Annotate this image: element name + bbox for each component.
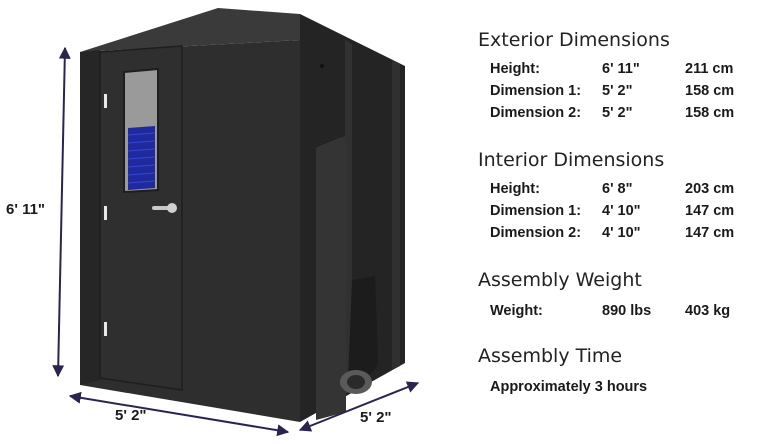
row-label: Dimension 2: xyxy=(490,225,582,241)
row-imperial: 6' 8" xyxy=(602,181,633,197)
row-imperial: 6' 11" xyxy=(602,61,640,77)
weight-row: Weight: 890 lbs 403 kg xyxy=(490,300,768,322)
row-imperial: 4' 10" xyxy=(602,203,641,219)
weight-label: Weight: xyxy=(490,303,543,319)
row-imperial: 5' 2" xyxy=(602,83,633,99)
row-metric: 147 cm xyxy=(685,203,735,219)
row-metric: 211 cm xyxy=(685,61,734,77)
time-text: Approximately 3 hours xyxy=(490,379,648,395)
interior-title: Interior Dimensions xyxy=(478,149,665,171)
foam-column xyxy=(316,136,346,420)
exterior-row-dimension-1: Dimension 1: 5' 2" 158 cm xyxy=(490,80,768,102)
depth-dimension-label: 5' 2" xyxy=(360,409,392,426)
booth-side-strip xyxy=(345,40,352,394)
exterior-title: Exterior Dimensions xyxy=(478,29,670,51)
window-foam-ridges xyxy=(127,132,156,184)
row-imperial: 4' 10" xyxy=(602,225,641,241)
row-label: Dimension 1: xyxy=(490,83,582,99)
vent-duct xyxy=(348,276,378,382)
weight-imperial: 890 lbs xyxy=(602,303,652,319)
time-row: Approximately 3 hours xyxy=(490,376,768,398)
specifications-panel: Exterior Dimensions Height: 6' 11" 211 c… xyxy=(478,26,768,398)
time-section: Assembly Time Approximately 3 hours xyxy=(478,342,768,398)
exterior-row-dimension-2: Dimension 2: 5' 2" 158 cm xyxy=(490,102,768,124)
depth-arrow xyxy=(298,381,420,432)
door-hinge xyxy=(104,322,107,336)
door-hinge xyxy=(104,206,107,220)
vent-duct-opening xyxy=(347,375,365,389)
width-arrow xyxy=(68,391,290,437)
row-label: Height: xyxy=(490,181,540,197)
booth-front-frame xyxy=(80,50,100,385)
time-title: Assembly Time xyxy=(478,345,623,367)
row-imperial: 5' 2" xyxy=(602,105,633,121)
interior-section: Interior Dimensions Height: 6' 8" 203 cm… xyxy=(478,146,768,244)
weight-metric: 403 kg xyxy=(685,303,731,319)
interior-row-height: Height: 6' 8" 203 cm xyxy=(490,178,768,200)
door-hinge xyxy=(104,94,107,108)
width-dimension-label: 5' 2" xyxy=(115,407,147,424)
height-dimension-label: 6' 11" xyxy=(6,201,46,218)
door-handle xyxy=(152,203,177,213)
row-metric: 147 cm xyxy=(685,225,735,241)
foam-column-edge xyxy=(316,136,346,148)
booth-door xyxy=(99,45,183,391)
side-screw xyxy=(320,64,324,68)
booth-top xyxy=(80,8,300,52)
row-metric: 203 cm xyxy=(685,181,735,197)
booth-illustration xyxy=(52,8,420,437)
exterior-row-height: Height: 6' 11" 211 cm xyxy=(490,58,768,80)
row-label: Dimension 2: xyxy=(490,105,582,121)
exterior-section: Exterior Dimensions Height: 6' 11" 211 c… xyxy=(478,26,768,124)
booth-side-strip xyxy=(392,60,400,370)
height-arrow xyxy=(52,46,71,378)
interior-row-dimension-2: Dimension 2: 4' 10" 147 cm xyxy=(490,222,768,244)
weight-section: Assembly Weight Weight: 890 lbs 403 kg xyxy=(478,266,768,322)
weight-title: Assembly Weight xyxy=(478,269,642,291)
row-metric: 158 cm xyxy=(685,83,735,99)
interior-row-dimension-1: Dimension 1: 4' 10" 147 cm xyxy=(490,200,768,222)
row-metric: 158 cm xyxy=(685,105,735,121)
row-label: Dimension 1: xyxy=(490,203,582,219)
row-label: Height: xyxy=(490,61,540,77)
